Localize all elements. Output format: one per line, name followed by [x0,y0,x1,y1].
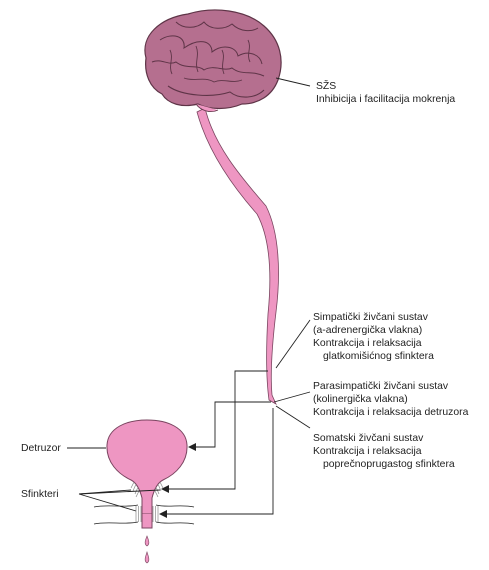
label-sphincters: Sfinkteri [21,488,59,501]
parasympathetic-title: Parasimpatički živčani sustav [313,380,468,393]
label-somatic: Somatski živčani sustav Kontrakcija i re… [313,432,455,471]
brain-icon [145,10,281,112]
parasympathetic-pathway [189,402,271,447]
bladder-detrusor [107,420,187,514]
label-sympathetic: Simpatički živčani sustav (a-adrenergičk… [313,311,434,363]
label-szs-description: Inhibicija i facilitacija mokrenja [316,93,455,106]
sympathetic-fibers: (a-adrenergička vlakna) [313,324,434,337]
label-szs: SŽS Inhibicija i facilitacija mokrenja [316,80,455,106]
somatic-title: Somatski živčani sustav [313,432,455,445]
somatic-target: poprečnoprugastog sfinktera [313,458,455,471]
somatic-function: Kontrakcija i relaksacija [313,445,455,458]
label-szs-title: SŽS [316,80,455,93]
label-detrusor: Detruzor [21,442,61,455]
parasympathetic-fibers: (kolinergička vlakna) [313,393,468,406]
sympathetic-target: glatkomišićnog sfinktera [313,350,434,363]
label-parasympathetic: Parasimpatički živčani sustav (kolinergi… [313,380,468,419]
parasympathetic-function: Kontrakcija i relaksacija detruzora [313,406,468,419]
spinal-cord [197,108,279,404]
urine-drops [145,536,149,563]
sympathetic-function: Kontrakcija i relaksacija [313,337,434,350]
sympathetic-title: Simpatički živčani sustav [313,311,434,324]
